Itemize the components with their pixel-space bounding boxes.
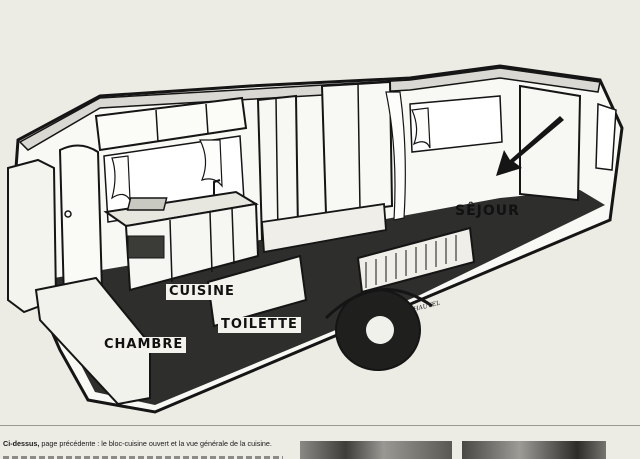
tap bbox=[213, 179, 221, 196]
rear-window bbox=[595, 102, 617, 171]
door-handle bbox=[64, 210, 72, 218]
caption-continuation bbox=[3, 456, 283, 459]
pointer-arrow bbox=[496, 116, 564, 176]
dresser bbox=[261, 202, 387, 254]
roof-band bbox=[18, 67, 601, 151]
kitchen-curtain bbox=[199, 139, 223, 188]
caption-lead: Ci-dessus, bbox=[3, 439, 40, 448]
label-toilette: TOILETTE bbox=[218, 317, 301, 333]
unit-door-edge bbox=[169, 219, 173, 283]
kitchen-photo-left bbox=[300, 441, 452, 459]
kitchen-curtain bbox=[111, 155, 131, 201]
caption-divider bbox=[0, 425, 640, 426]
label-cuisine: CUISINE bbox=[166, 284, 238, 300]
unit-door-edge bbox=[231, 207, 235, 265]
entrance-door bbox=[58, 144, 104, 302]
cabinet-split bbox=[275, 97, 279, 237]
rear-door bbox=[519, 84, 582, 202]
oven bbox=[127, 235, 165, 259]
unit-door-edge bbox=[209, 211, 213, 273]
caption-text: page précédente : le bloc-cuisine ouvert… bbox=[41, 439, 272, 448]
bed bbox=[34, 276, 151, 406]
kitchen-wall-cabinets bbox=[94, 96, 248, 152]
lounge-curtain bbox=[411, 107, 431, 149]
kitchen-base-units bbox=[124, 202, 260, 292]
kitchen-photo-right bbox=[462, 441, 606, 459]
caption: Ci-dessus, page précédente : le bloc-cui… bbox=[3, 439, 293, 449]
double-wardrobe bbox=[320, 80, 394, 216]
lounge-window bbox=[409, 95, 503, 153]
wardrobe-split bbox=[357, 83, 361, 211]
sofa-ribbing bbox=[365, 235, 457, 288]
sink bbox=[126, 197, 168, 211]
caravan-cutaway-drawing bbox=[7, 64, 624, 414]
wheel-arch bbox=[324, 288, 433, 320]
toilet-partition bbox=[206, 254, 308, 328]
label-sejour: SÊJOUR bbox=[455, 203, 520, 219]
label-chambre: CHAMBRE bbox=[101, 337, 187, 353]
wheel-hub bbox=[366, 316, 394, 344]
lounge-curtain bbox=[385, 91, 406, 221]
cabinet-divider bbox=[155, 109, 159, 143]
cabinet-divider bbox=[205, 103, 209, 135]
